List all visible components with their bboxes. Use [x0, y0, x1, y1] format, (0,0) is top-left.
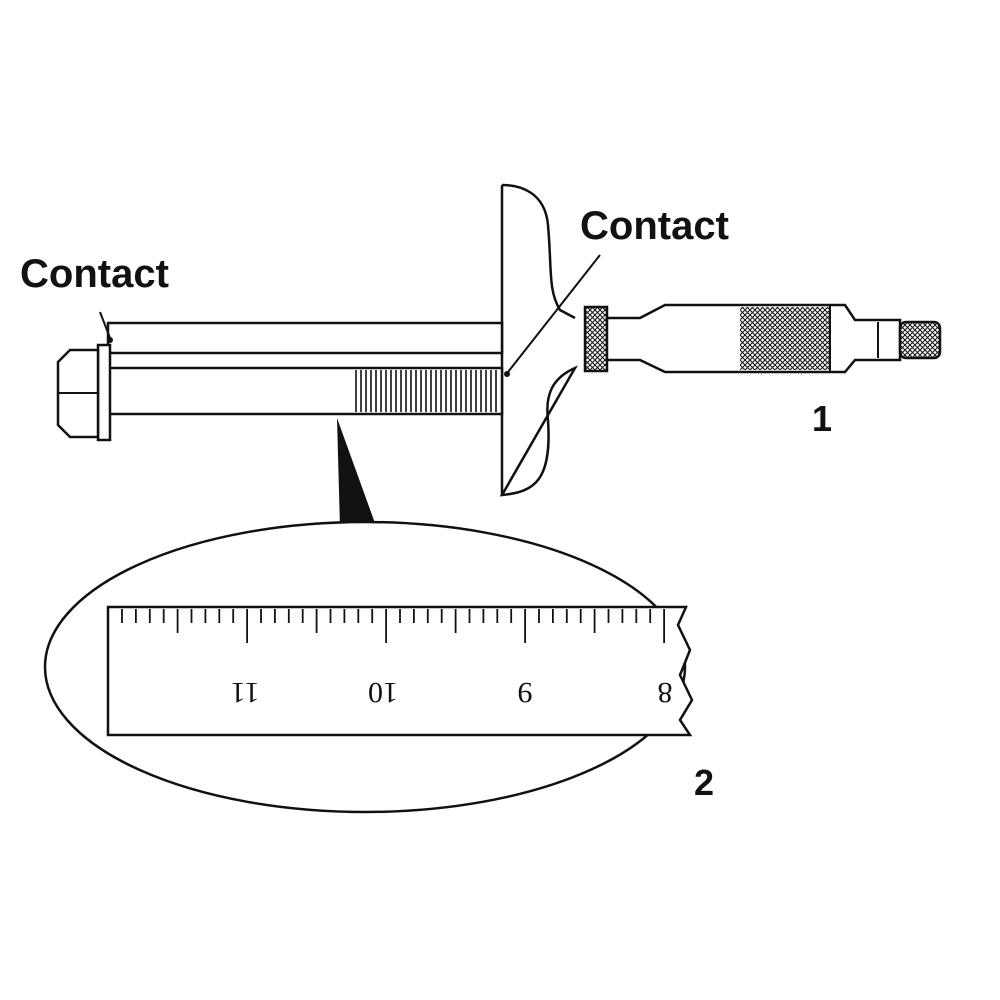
scale-number-10: 10 [368, 676, 398, 709]
scale-number-8: 8 [658, 676, 673, 709]
callout-number-1: 1 [812, 398, 833, 439]
ratchet-knob [898, 320, 942, 360]
thimble-lock-ring [583, 305, 609, 373]
bolt-flange [96, 343, 112, 442]
contact-label-left: Contact [20, 252, 169, 296]
depth-rod [106, 321, 504, 355]
thimble-knurl [740, 307, 830, 370]
scale-body [106, 605, 694, 737]
magnifier-pointer [337, 418, 376, 528]
gauge-base [499, 183, 578, 497]
scale-ticks [121, 609, 665, 643]
scale-number-9: 9 [518, 676, 533, 709]
contact-right-leader [507, 254, 601, 373]
contact-label-right: Contact [580, 204, 729, 248]
callout-number-2: 2 [694, 762, 715, 803]
bolt-threads [352, 370, 500, 412]
scale-number-11: 11 [231, 676, 260, 709]
contact-left-leader [99, 311, 111, 339]
